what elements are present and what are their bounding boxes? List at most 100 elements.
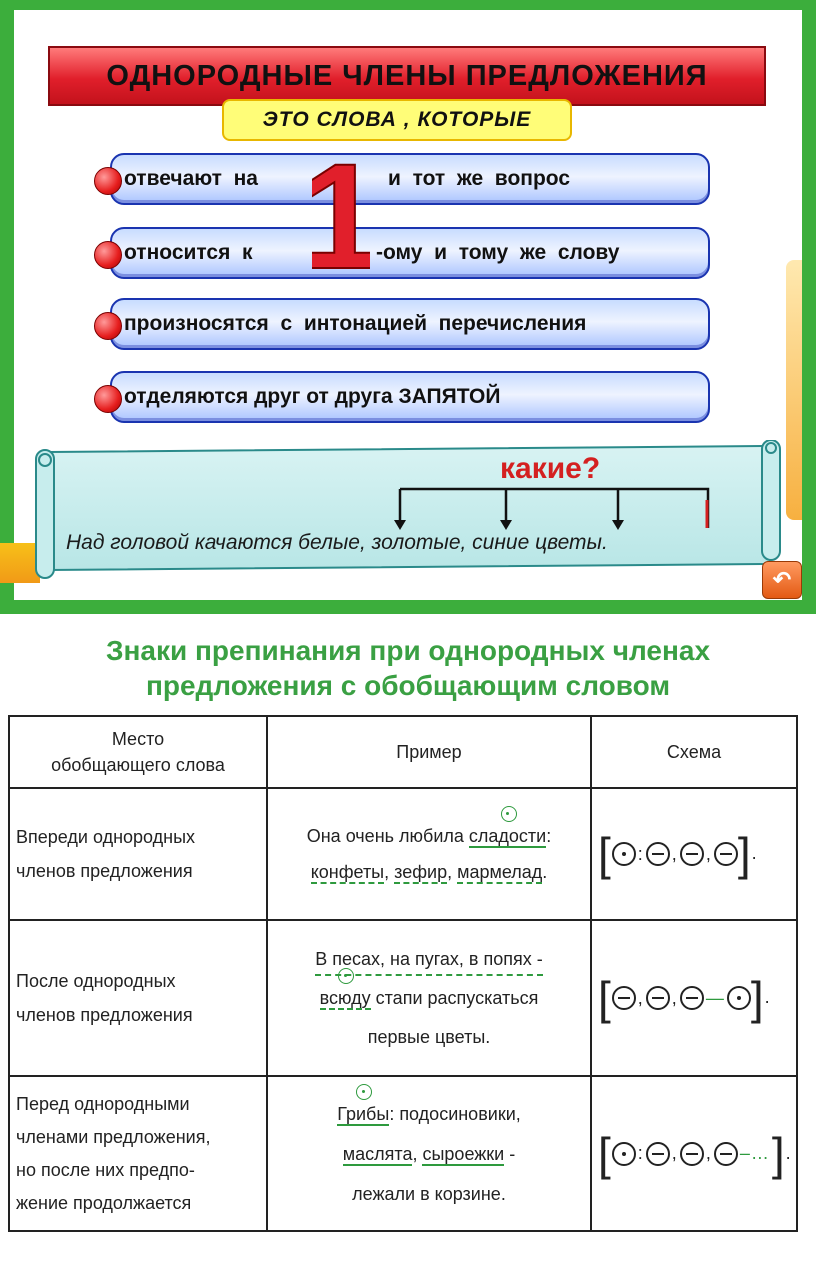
generalizing-word: всюду [319, 988, 371, 1010]
scheme-comma: , [637, 987, 644, 1008]
big-number-one: 1 [312, 150, 370, 275]
scheme-comma: , [671, 843, 678, 864]
example-cell: Она очень любила сладости: конфеты, зефи… [266, 787, 592, 921]
member-circle-icon [679, 842, 704, 866]
example-line: конфеты, зефир, мармелад. [269, 854, 589, 890]
place-cell: Перед однородными членами предложения, н… [8, 1075, 268, 1232]
generalizing-word-circle-icon [726, 986, 751, 1010]
table-header-row: Место обобщающего слова Пример Схема [8, 715, 798, 789]
rule-text-left: относится к [124, 241, 253, 264]
example-punct: . [542, 862, 548, 882]
back-button[interactable]: ↶ [762, 561, 802, 599]
member-circle-icon [713, 842, 738, 866]
example-line: Она очень любила сладости: [269, 818, 589, 854]
bracket-close: ] [771, 1127, 786, 1180]
bracket-open: [ [598, 828, 612, 880]
frame-right [802, 0, 816, 614]
example-line: всюду стапи распускаться [269, 981, 589, 1015]
scheme-dash: –… [739, 1143, 770, 1163]
example-line: лежали в корзине. [352, 1183, 506, 1204]
scheme-comma: , [671, 1143, 678, 1163]
scheme-period: . [764, 986, 771, 1007]
place-line: жение продолжается [16, 1192, 192, 1213]
homogeneous-member: мармелад [457, 862, 543, 884]
scheme-comma: , [705, 843, 712, 864]
example-punct: , [384, 862, 395, 882]
place-line: После однородных [16, 971, 176, 991]
place-line: Перед однородными [16, 1093, 190, 1114]
example-plain: стапи распускаться [370, 988, 539, 1008]
table-row: Впереди однородных членов предложения Он… [8, 787, 798, 921]
title-banner: ОДНОРОДНЫЕ ЧЛЕНЫ ПРЕДЛОЖЕНИЯ [48, 46, 766, 106]
table-row: Перед однородными членами предложения, н… [8, 1075, 798, 1232]
rule-item-3: произносятся с интонацией перечисления [110, 298, 710, 350]
scheme-dash: — [705, 987, 725, 1008]
header-place-line-2: обобщающего слова [51, 755, 225, 775]
place-line: членами предложения, [16, 1126, 211, 1147]
rule-text-left: произносятся с интонацией перечисления [124, 312, 587, 335]
scheme-cell: [:,,–…]. [590, 1075, 798, 1232]
generalizing-word-circle-icon [611, 1141, 636, 1166]
rule-text-left: отделяются друг от друга ЗАПЯТОЙ [124, 385, 501, 408]
example-cell: В песах, на пугах, в попях - всюду стапи… [266, 919, 592, 1077]
member-circle-icon [611, 986, 636, 1010]
example-punct: : [546, 826, 552, 846]
header-place-line-1: Место [111, 729, 165, 749]
homogeneous-member: сыроежки [422, 1143, 505, 1166]
member-circle-icon [645, 986, 670, 1010]
table-row: После однородных членов предложения В пе… [8, 919, 798, 1077]
rule-item-2: относится к -ому и тому же слову [110, 227, 710, 279]
frame-bottom [0, 600, 816, 614]
example-punct: - [504, 1143, 516, 1164]
punctuation-table: Место обобщающего слова Пример Схема Впе… [8, 715, 798, 1232]
bracket-close: ] [737, 828, 752, 880]
table-heading-line-1: Знаки препинания при однородных членах [105, 635, 711, 666]
member-circle-icon [645, 842, 670, 866]
rule-item-1: отвечают на и тот же вопрос [110, 153, 710, 205]
example-plain: : подосиновики, [389, 1103, 521, 1124]
homogeneous-member: конфеты [310, 862, 385, 884]
example-sentence: Над головой качаются белые, золотые, син… [66, 531, 608, 554]
subtitle-text: ЭТО СЛОВА , КОТОРЫЕ [262, 108, 532, 131]
question-label: какие? [500, 452, 601, 485]
scheme-comma: , [705, 1143, 712, 1163]
header-place: Место обобщающего слова [8, 715, 268, 789]
bullet-icon [94, 167, 122, 195]
return-arrow-icon: ↶ [772, 567, 792, 592]
table-heading: Знаки препинания при однородных членах п… [0, 633, 816, 703]
example-punct: , [447, 862, 458, 882]
rule-text-right: -ому и тому же слову [376, 241, 620, 264]
example-line: маслята, сыроежки - [269, 1134, 589, 1174]
generalizing-word: сладости [468, 826, 547, 848]
scheme-colon: : [637, 843, 644, 864]
homogeneous-member: маслята [342, 1143, 413, 1166]
table-heading-line-2: предложения с обобщающим словом [145, 670, 671, 701]
place-line: но после них предпо- [16, 1159, 195, 1180]
bracket-close: ] [750, 972, 765, 1024]
rule-text-left: отвечают на [124, 167, 258, 190]
example-line: В песах, на пугах, в попях - [315, 944, 543, 976]
generalizing-word: Грибы [337, 1103, 390, 1126]
scheme-cell: [,,—]. [590, 919, 798, 1077]
member-circle-icon [679, 1141, 704, 1166]
example-line: Грибы: подосиновики, [269, 1094, 589, 1134]
place-cell: После однородных членов предложения [8, 919, 268, 1077]
scheme-colon: : [637, 1143, 644, 1163]
header-example: Пример [266, 715, 592, 789]
member-circle-icon [645, 1141, 670, 1166]
member-circle-icon [679, 986, 704, 1010]
example-scroll [35, 440, 781, 579]
place-cell: Впереди однородных членов предложения [8, 787, 268, 921]
place-line: Впереди однородных [16, 827, 196, 847]
place-line: членов предложения [16, 861, 193, 881]
scheme-comma: , [671, 987, 678, 1008]
homogeneous-member: зефир [394, 862, 448, 884]
poster-top: ОДНОРОДНЫЕ ЧЛЕНЫ ПРЕДЛОЖЕНИЯ ЭТО СЛОВА ,… [0, 0, 816, 614]
bracket-open: [ [598, 1127, 612, 1180]
header-scheme: Схема [590, 715, 798, 789]
example-plain: Она очень любила [306, 826, 469, 846]
example-cell: Грибы: подосиновики, маслята, сыроежки -… [266, 1075, 592, 1232]
decor-stripe-right [786, 260, 802, 520]
scheme-period: . [751, 842, 758, 863]
example-punct: , [412, 1143, 423, 1164]
